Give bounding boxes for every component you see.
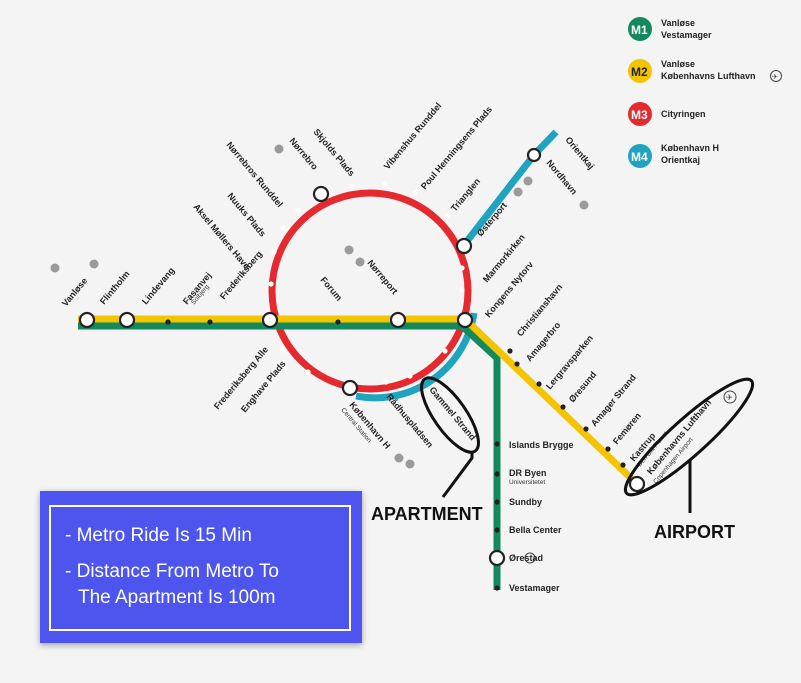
info-box-border: - Metro Ride Is 15 Min - Distance From M… [49,505,351,631]
m3-badge-text: M3 [631,108,648,122]
station-oresund: Øresund [567,370,598,405]
m2-badge-text: M2 [631,65,648,79]
ring-dots [268,181,465,385]
m2-badge [628,59,652,83]
m3-cityringen-line [268,189,472,393]
m1-line1: Vanløse [661,18,695,28]
m2-line2: Københavns Lufthavn [661,71,756,81]
m4-line1: København H [661,143,719,153]
legend: M1 Vanløse Vestamager M2 Vanløse Københa… [628,17,782,168]
station-norrebro: Nørrebro [287,136,320,172]
station-skjolds-plads: Skjolds Plads [311,127,356,178]
m3-line1: Cityringen [661,109,706,119]
legend-item-m3: M3 Cityringen [628,102,706,126]
station-dr-byen-sub: Universitetet [509,479,545,486]
m1-badge-text: M1 [631,23,648,37]
airport-highlight [623,377,755,497]
station-vibenshus-runddel: Vibenshus Runddel [382,101,444,172]
legend-item-m4: M4 København H Orientkaj [628,143,719,168]
station-islands-brygge: Islands Brygge [509,440,574,450]
station-vestamager: Vestamager [509,583,560,593]
m2-line1: Vanløse [661,59,695,69]
airport-label: AIRPORT [654,522,735,542]
info-distance-line2: The Apartment Is 100m [78,587,276,608]
legend-item-m2: M2 Vanløse Københavns Lufthavn ✈ [628,59,782,83]
station-orestad: Ørestad [509,553,543,563]
station-vanlose: Vanløse [60,276,90,308]
station-femoren: Femøren [611,411,643,447]
m4-badge-text: M4 [631,150,648,164]
m4-badge [628,144,652,168]
station-forum: Forum [318,275,344,303]
orestad-train-icon [524,552,536,564]
gammel-strand-highlight [420,376,480,454]
apartment-label: APARTMENT [371,504,483,524]
legend-airport-glyph: ✈ [772,73,778,81]
station-orientkaj: Orientkaj [563,135,596,171]
station-nuuks-plads: Nuuks Plads [225,191,267,239]
apartment-pointer [441,452,474,498]
m3-badge [628,102,652,126]
station-lindevang: Lindevang [140,265,177,306]
station-nordhavn: Nordhavn [544,158,579,197]
m4-line2: Orientkaj [661,155,700,165]
station-dr-byen: DR Byen [509,468,547,478]
transfer-icons [50,144,589,469]
info-metro-ride: - Metro Ride Is 15 Min [65,525,252,546]
info-box: - Metro Ride Is 15 Min - Distance From M… [40,491,362,643]
station-trianglen: Trianglen [449,176,482,213]
station-frederiksberg-alle: Frederiksberg Alle [212,345,270,412]
info-distance-line1: - Distance From Metro To [65,561,279,582]
legend-airport-icon [770,70,782,82]
transfer-stations [78,147,646,567]
m1-line2: Vestamager [661,30,712,40]
line-dots [165,319,626,591]
station-norreport: Nørreport [365,258,399,296]
svg-text:✈: ✈ [726,393,733,402]
station-radhuspladsen: Rådhuspladsen [384,392,435,450]
station-bella-center: Bella Center [509,525,562,535]
station-sundby: Sundby [509,497,542,507]
m1-badge [628,17,652,41]
station-flintholm: Flintholm [98,269,132,306]
legend-item-m1: M1 Vanløse Vestamager [628,17,712,41]
airport-icon: ✈ [723,390,737,404]
